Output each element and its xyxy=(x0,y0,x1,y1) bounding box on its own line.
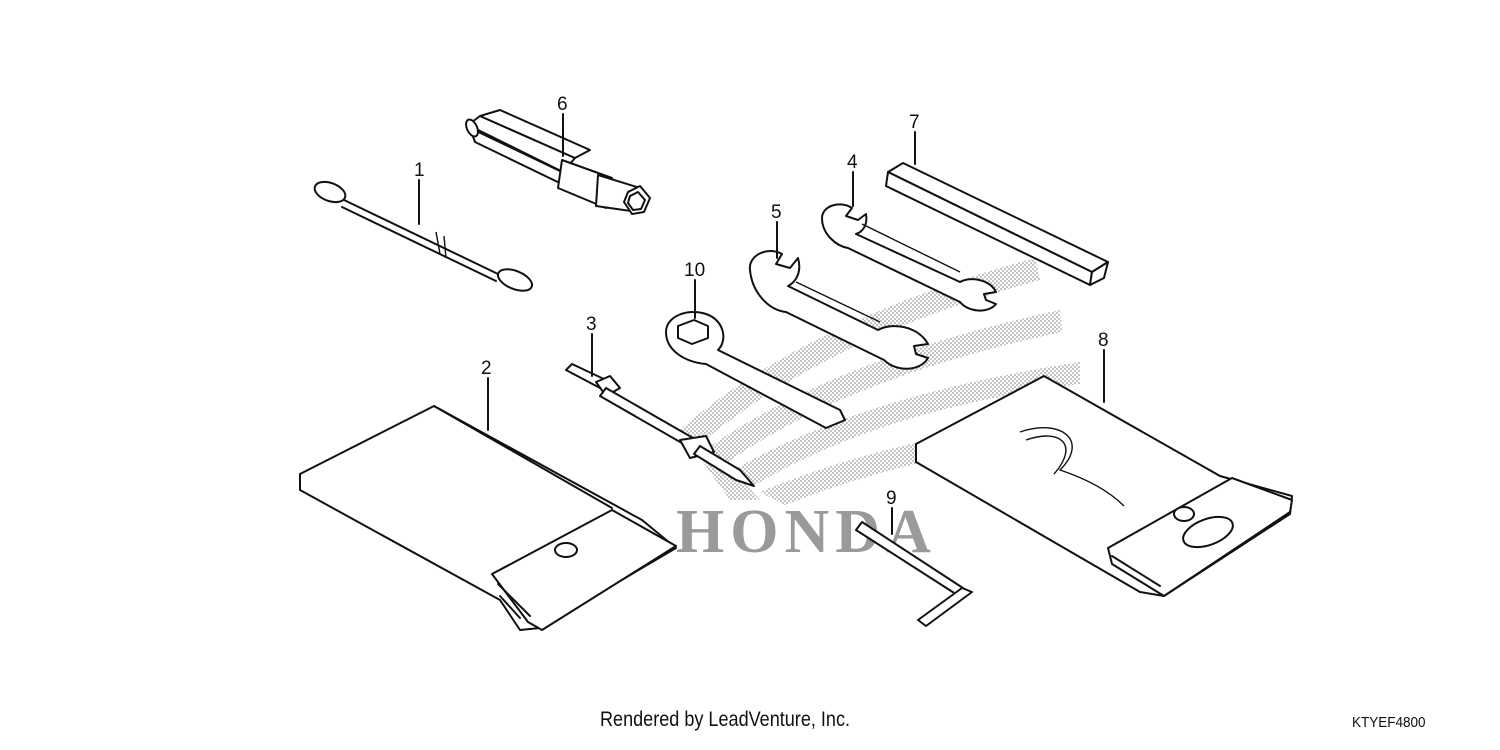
callout-8: 8 xyxy=(1098,330,1109,351)
callout-5: 5 xyxy=(771,202,782,223)
part-4-open-wrench xyxy=(821,203,997,312)
callout-2: 2 xyxy=(481,358,492,379)
part-9-hex-key xyxy=(855,521,973,627)
part-8-tool-pouch xyxy=(915,375,1293,597)
honda-watermark-text: HONDA xyxy=(676,498,937,566)
callout-1: 1 xyxy=(414,160,425,181)
footer-credit: Rendered by LeadVenture, Inc. xyxy=(600,708,851,731)
part-6-socket-wrench xyxy=(465,109,651,215)
part-2-tool-pouch xyxy=(299,405,677,631)
diagram-code: KTYEF4800 xyxy=(1352,714,1426,731)
part-7-flat-bar xyxy=(885,162,1109,286)
part-10-ring-wrench xyxy=(665,311,846,429)
part-1-cable xyxy=(313,180,534,292)
part-3-screwdriver xyxy=(565,363,755,487)
callout-labels: 1 2 3 4 5 6 7 8 9 10 xyxy=(414,94,1109,509)
callout-4: 4 xyxy=(847,152,858,173)
callout-10: 10 xyxy=(684,260,705,281)
callout-9: 9 xyxy=(886,488,897,509)
callout-3: 3 xyxy=(586,314,597,335)
leader-lines xyxy=(418,113,1105,535)
callout-7: 7 xyxy=(909,112,920,133)
part-5-open-wrench xyxy=(748,250,929,370)
callout-6: 6 xyxy=(557,94,568,115)
